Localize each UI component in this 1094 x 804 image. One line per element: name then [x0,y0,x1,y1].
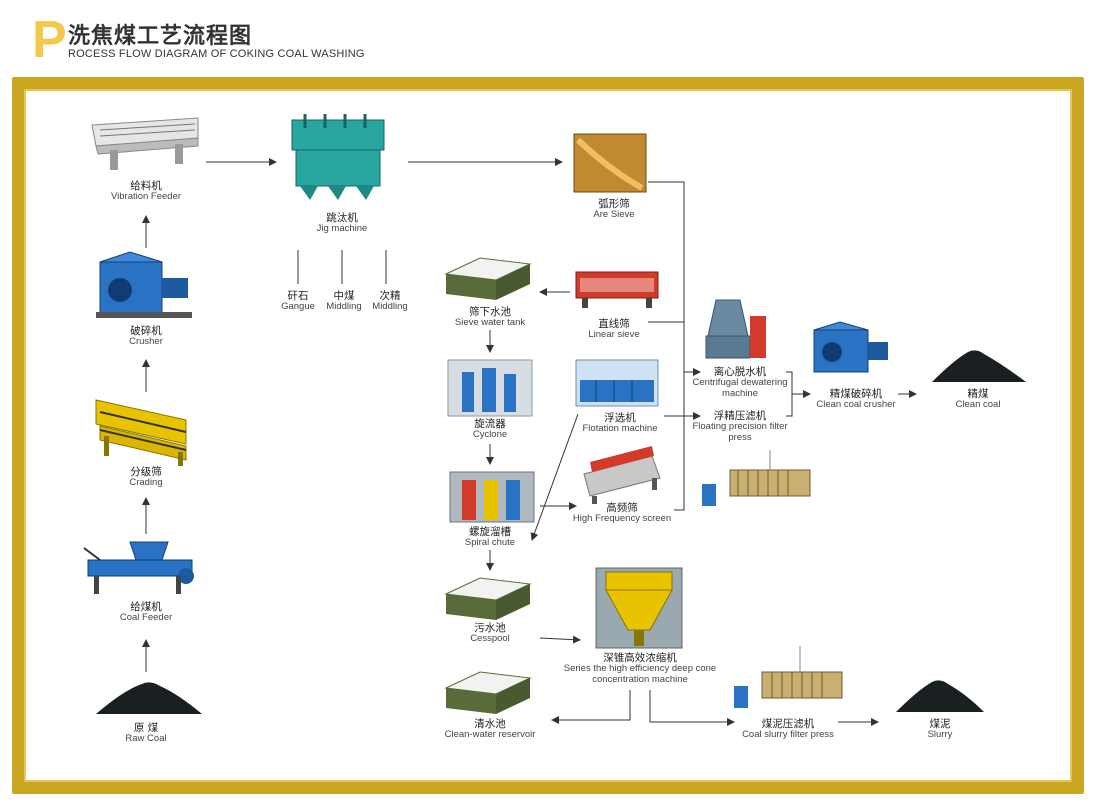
node-cyclone: 旋流器 Cyclone [472,418,508,441]
high-frequency-screen-icon [583,446,661,504]
node-flotation: 浮选机 Flotation machine [582,412,658,435]
flotation-machine-icon [575,359,659,407]
water-tank-icon [444,671,532,714]
cyclone-icon [447,359,533,417]
collector-bus [648,181,685,511]
node-raw-coal: 原 煤 Raw Coal [125,722,167,745]
node-vibration-feeder: 给料机 Vibration Feeder [110,180,182,203]
node-coal-feeder: 给煤机 Coal Feeder [119,601,173,624]
page-title: 洗焦煤工艺流程图 [68,24,253,49]
crusher-icon [813,321,888,373]
node-middling-2: 次精 Middling [372,290,408,313]
flow-connectors [142,158,917,726]
jig-machine-icon [291,114,385,200]
node-crusher: 破碎机 Crusher [129,325,163,348]
node-clean-water: 清水池 Clean-water reservoir [444,718,536,741]
node-jig: 跳汰机 Jig machine [316,212,368,235]
node-cesspool: 污水池 Cesspool [470,622,510,645]
node-slurry: 煤泥 Slurry [927,718,953,741]
vibrating-feeder-icon [91,117,199,170]
spiral-chute-icon [449,471,535,523]
arrow-flotation-spiral [530,413,579,541]
logo-letter: P [32,11,67,69]
water-tank-icon [444,577,532,620]
coal-feeder-icon [83,541,194,594]
node-clean-coal: 精煤 Clean coal [955,388,1001,411]
node-arc-sieve: 弧形筛 Are Sieve [593,198,635,221]
node-float-press: 浮精压滤机 Floating precision filter press [692,410,788,443]
thickener-icon [595,567,683,649]
coal-pile-icon [932,350,1026,382]
filter-press-icon [734,646,843,708]
node-centrifuge: 离心脱水机 Centrifugal dewatering machine [692,366,788,399]
grading-screen-icon [95,399,187,466]
node-linear-sieve: 直线筛 Linear sieve [588,318,640,341]
node-middling-1: 中煤 Middling [326,290,362,313]
diagram-frame [12,77,1084,794]
node-slurry-press: 煤泥压滤机 Coal slurry filter press [742,718,834,741]
filter-press-icon [702,450,811,506]
coal-pile-icon [96,682,202,714]
node-gangue: 矸石 Gangue [281,290,315,313]
node-sieve-tank: 筛下水池 Sieve water tank [454,306,526,329]
linear-sieve-icon [575,271,659,308]
node-hf-screen: 高频筛 High Frequency screen [572,502,672,525]
arc-sieve-icon [573,133,647,193]
node-grading: 分级筛 Crading [129,466,163,489]
water-tank-icon [444,257,532,300]
arrow-thickener-cleanwater [551,690,631,724]
centrifuge-icon [705,299,766,359]
arrow-cesspool-thickener [539,635,581,644]
arrow-thickener-slurrypress [649,690,735,726]
coal-pile-icon [896,680,984,712]
node-clean-crusher: 精煤破碎机 Clean coal crusher [816,388,896,411]
page-subtitle: ROCESS FLOW DIAGRAM OF COKING COAL WASHI… [68,48,365,60]
node-spiral-chute: 螺旋溜槽 Spiral chute [464,526,516,549]
node-thickener: 深锥高效浓缩机 Series the high efficiency deep … [563,652,717,685]
crusher-icon [96,251,192,318]
